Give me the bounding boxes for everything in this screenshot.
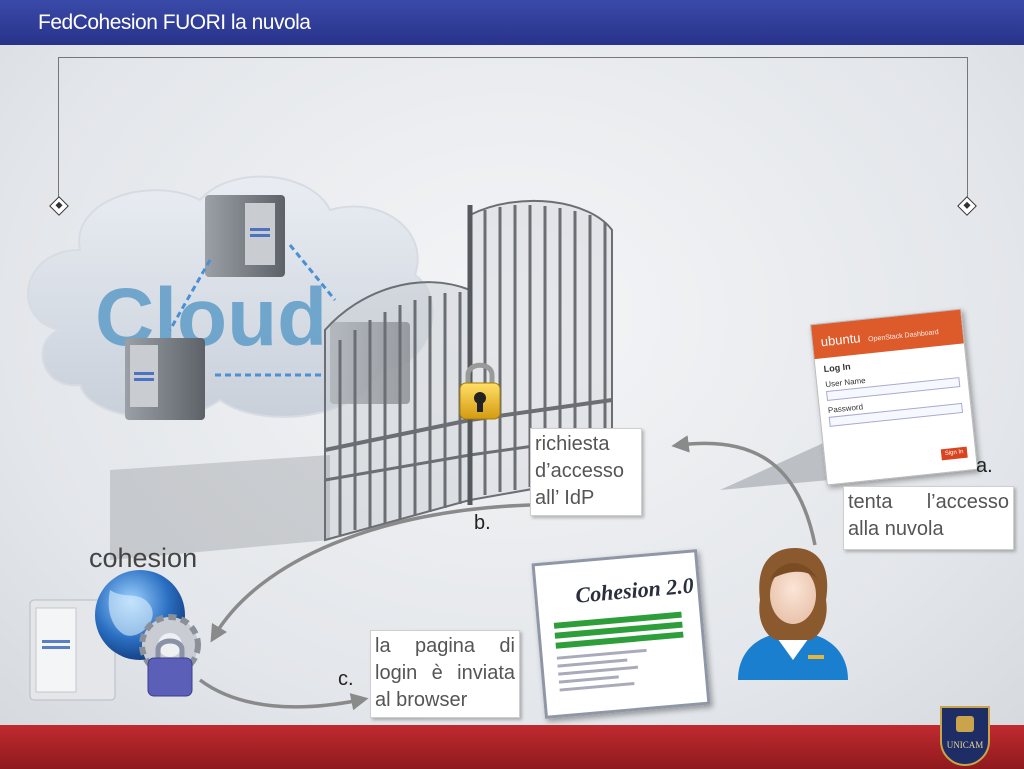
login-subtitle: OpenStack Dashboard (867, 328, 940, 344)
unicam-logo-text: UNICAM (946, 740, 984, 750)
note-richiesta: richiesta d’accesso all’ IdP (530, 428, 642, 516)
slide-header: FedCohesion FUORI la nuvola (0, 0, 1024, 45)
slide-title: FedCohesion FUORI la nuvola (38, 11, 311, 34)
step-label-b: b. (474, 512, 491, 534)
step-label-c: c. (338, 668, 354, 690)
padlock-icon (459, 362, 501, 420)
arrow-a (671, 435, 817, 546)
login-panel: ubuntu OpenStack Dashboard Log In User N… (809, 308, 979, 486)
note-tenta: tenta l’accesso alla nuvola (843, 486, 1014, 550)
cohesion-label: cohesion (89, 543, 198, 573)
unicam-logo: UNICAM (940, 706, 990, 766)
gate-shadow (110, 455, 330, 560)
server-icon (29, 599, 116, 701)
sign-in-button[interactable]: Sign In (940, 446, 968, 461)
login-brand: ubuntu (820, 330, 862, 350)
cohesion-page-title: Cohesion 2.0 (574, 572, 695, 608)
user-avatar-icon (738, 548, 848, 680)
arrow-c (198, 678, 369, 711)
bracket-line (58, 57, 968, 204)
server-icon (125, 338, 205, 420)
cohesion-page: Cohesion 2.0 (531, 549, 711, 719)
arrow-b (210, 503, 531, 643)
note-pagina: la pagina di login è inviata al browser (370, 630, 520, 718)
step-label-a: a. (976, 455, 993, 477)
server-icon (205, 195, 285, 277)
slide-footer (0, 725, 1024, 769)
padlock-icon (147, 638, 193, 697)
